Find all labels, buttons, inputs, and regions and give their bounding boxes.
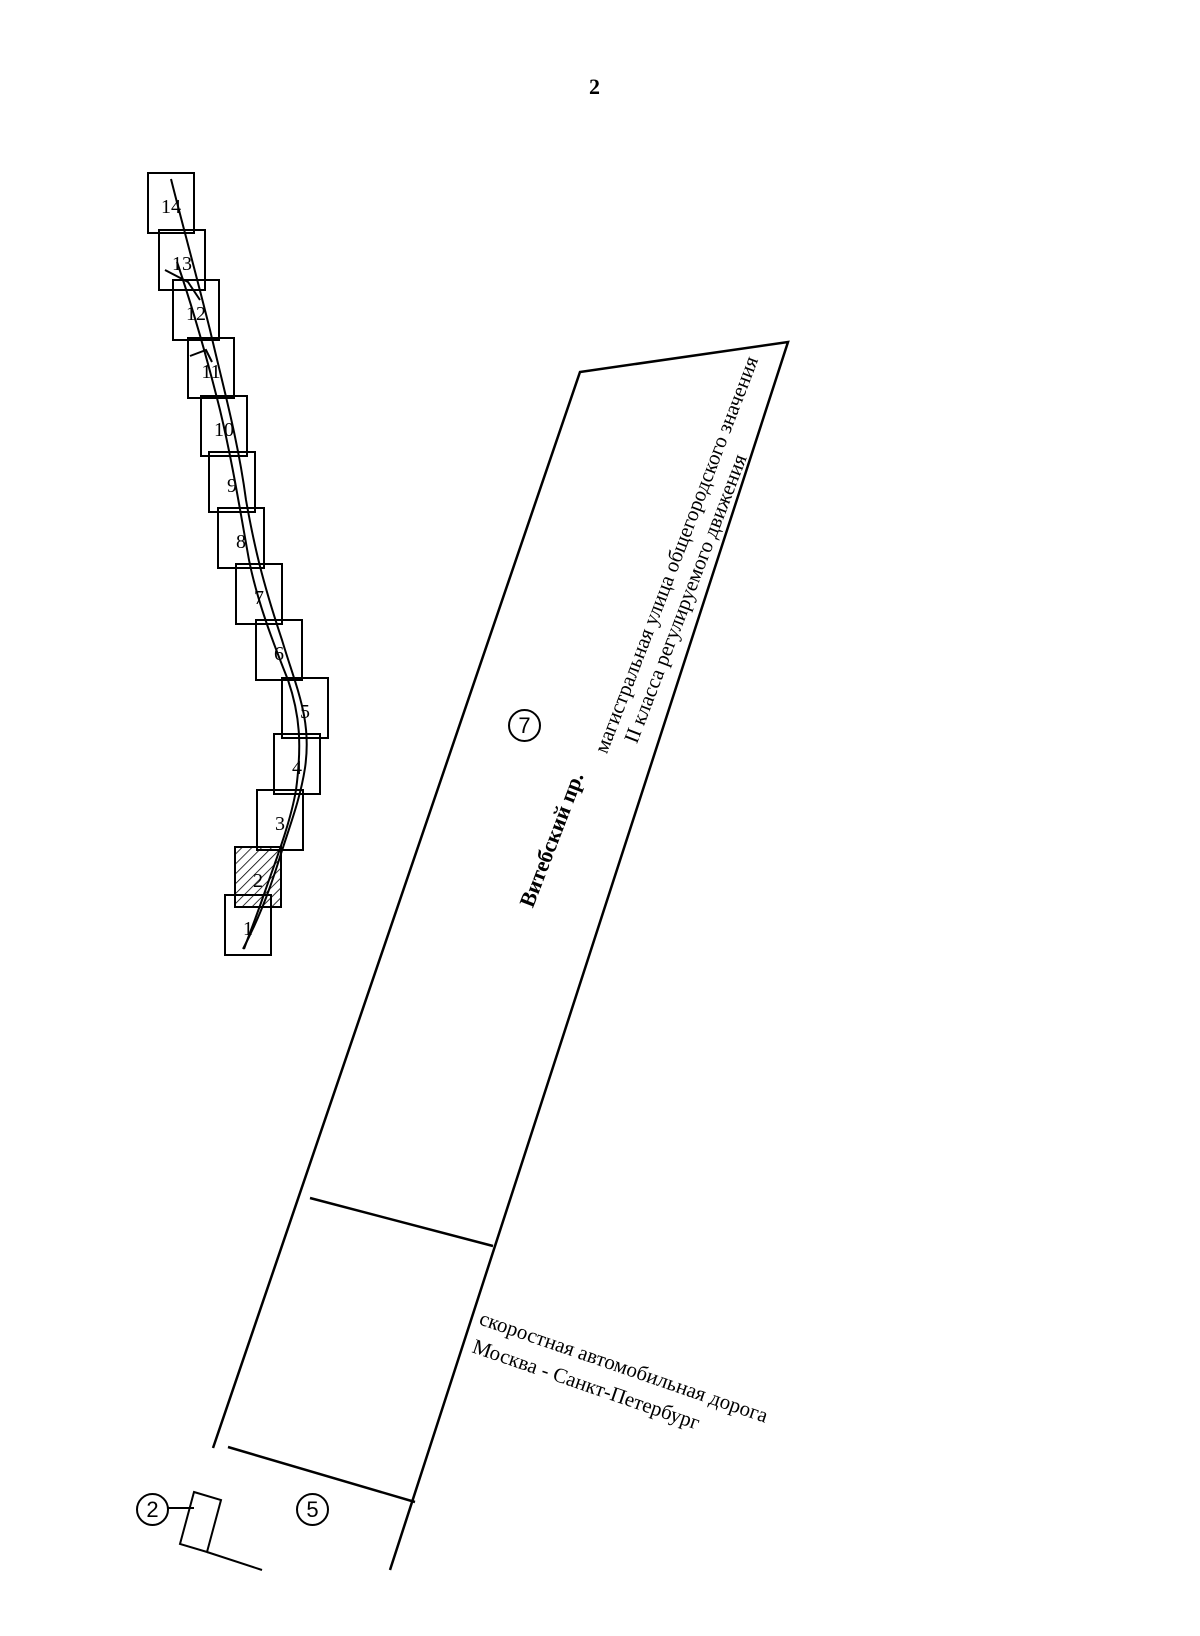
land-plot — [211, 340, 790, 1571]
sheet-cell-8 — [217, 507, 265, 569]
sheet-number-6: 6 — [274, 643, 284, 665]
road-marker: 7 — [508, 709, 541, 742]
block-marker: 5 — [296, 1493, 329, 1526]
sheet-cell-9 — [208, 451, 256, 513]
building-marker: 2 — [136, 1493, 169, 1526]
sheet-cell-12 — [172, 279, 220, 341]
page-number: 2 — [589, 74, 600, 99]
building-outline — [168, 1490, 263, 1571]
sheet-number-3: 3 — [275, 813, 285, 835]
sheet-number-13: 13 — [172, 253, 192, 275]
sheet-number-2: 2 — [253, 870, 263, 892]
route-line — [164, 178, 308, 950]
sheet-cell-4 — [273, 733, 321, 795]
sheet-cell-6 — [255, 619, 303, 681]
sheet-cell-13 — [158, 229, 206, 291]
sheet-cell-10 — [200, 395, 248, 457]
sheet-cell-5 — [281, 677, 329, 739]
sheet-number-8: 8 — [236, 531, 246, 553]
sheet-number-9: 9 — [227, 475, 237, 497]
sheet-number-5: 5 — [300, 701, 310, 723]
sheet-number-1: 1 — [243, 918, 253, 940]
sheet-number-4: 4 — [292, 757, 302, 779]
sheet-cell-14 — [147, 172, 195, 234]
